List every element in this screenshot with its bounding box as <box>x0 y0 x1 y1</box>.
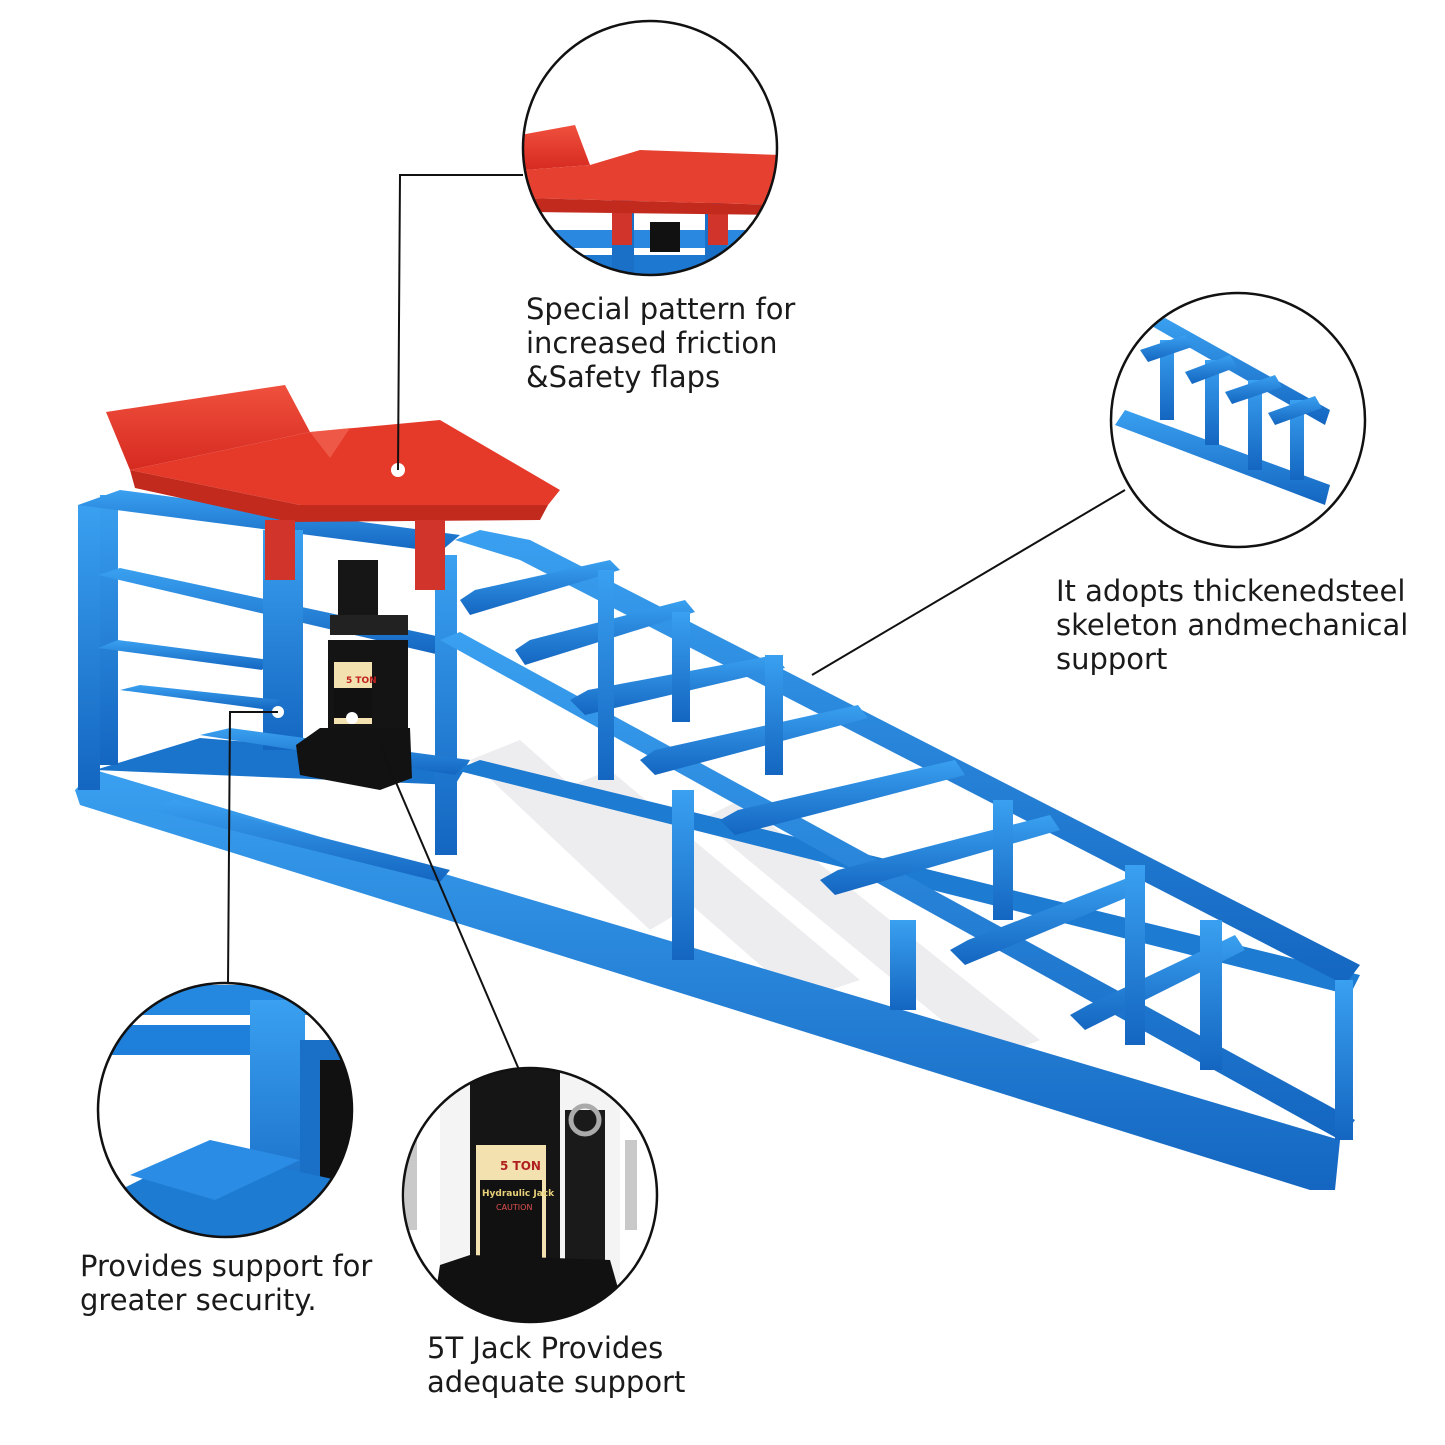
caption-frame-support: Provides support for greater security. <box>80 1249 372 1317</box>
zoom-platform <box>521 19 779 277</box>
zoom-jack-capacity: 5 TON <box>500 1159 541 1173</box>
caption-line: greater security. <box>80 1283 317 1317</box>
red-platform <box>106 385 560 590</box>
zoom-steel-skeleton <box>1109 291 1367 549</box>
zoom-jack-name: Hydraulic Jack <box>482 1189 555 1199</box>
caption-line: It adopts thickenedsteel <box>1056 574 1406 608</box>
leader-lines <box>227 174 1126 1073</box>
caption-line: increased friction <box>526 326 778 360</box>
bottle-jack: 5 TON <box>296 560 412 790</box>
caption-line: support <box>1056 642 1168 676</box>
caption-platform-flaps: Special pattern for increased friction &… <box>526 292 795 394</box>
zoom-jack-warning: CAUTION <box>496 1203 532 1212</box>
caption-line: &Safety flaps <box>526 360 721 394</box>
caption-line: skeleton andmechanical <box>1056 608 1409 642</box>
caption-line: Special pattern for <box>526 292 796 326</box>
base-rail-front <box>75 770 1340 1190</box>
caption-line: Provides support for <box>80 1249 373 1283</box>
caption-jack-support: 5T Jack Provides adequate support <box>427 1331 685 1399</box>
zoom-jack: 5 TON Hydraulic Jack CAUTION <box>401 1066 659 1324</box>
ramp-rails <box>440 530 1360 1140</box>
caption-steel-skeleton: It adopts thickenedsteel skeleton andmec… <box>1056 574 1408 676</box>
caption-line: adequate support <box>427 1365 686 1399</box>
jack-capacity-label: 5 TON <box>346 676 377 686</box>
caption-line: 5T Jack Provides <box>427 1331 664 1365</box>
car-ramp: 5 TON <box>75 385 1360 1190</box>
zoom-frame-support <box>96 981 354 1239</box>
callout-dot-jack <box>346 712 358 724</box>
